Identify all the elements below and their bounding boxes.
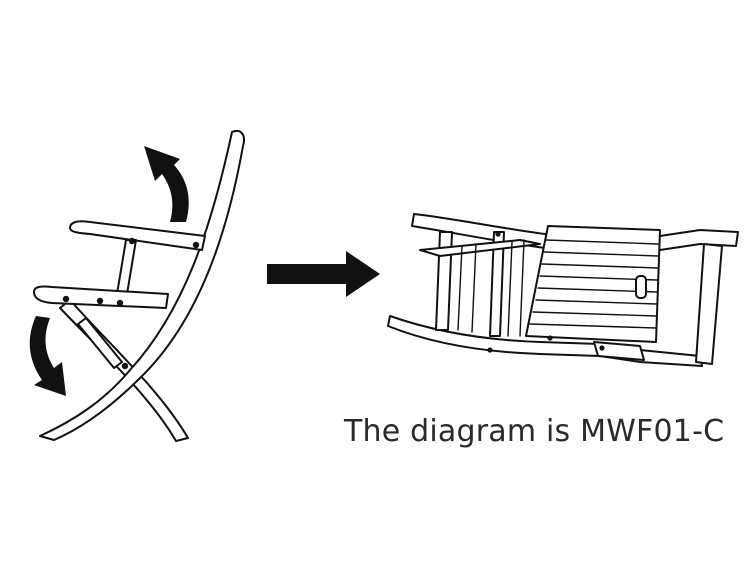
bolt <box>121 362 129 370</box>
bolt <box>128 237 136 245</box>
chair-cross-brace <box>77 317 123 369</box>
folded-handle-slot <box>635 275 647 299</box>
folded-arm-rail <box>419 239 541 257</box>
diagram-caption: The diagram is MWF01-C <box>344 414 725 449</box>
bolt <box>96 297 104 305</box>
unfolded-chair <box>29 130 245 442</box>
folded-foot-piece <box>593 341 645 361</box>
slat-line <box>529 323 657 329</box>
bolt <box>547 335 553 341</box>
slat-line <box>545 239 659 245</box>
folded-right-leg <box>695 243 723 365</box>
bolt <box>599 345 605 351</box>
chair-seat <box>33 285 169 309</box>
folded-chair <box>387 213 739 367</box>
frame-slat <box>507 241 513 337</box>
chair-armrest <box>69 220 206 251</box>
fold-arrow-up <box>144 146 189 222</box>
folded-second-post <box>489 231 505 337</box>
frame-slat <box>519 239 525 337</box>
bolt <box>487 347 493 353</box>
bolt <box>116 299 124 307</box>
slat-line <box>532 311 657 317</box>
frame-slat <box>457 245 463 331</box>
slat-line <box>535 299 658 305</box>
bolt <box>62 295 70 303</box>
frame-slat <box>471 243 477 333</box>
bolt <box>192 241 200 249</box>
bolt <box>495 231 501 237</box>
chair-backrest-leg <box>39 130 245 441</box>
fold-arrow-down <box>29 316 66 396</box>
slat-line <box>541 263 659 269</box>
slat-line <box>543 251 659 257</box>
direction-arrow <box>267 251 380 297</box>
